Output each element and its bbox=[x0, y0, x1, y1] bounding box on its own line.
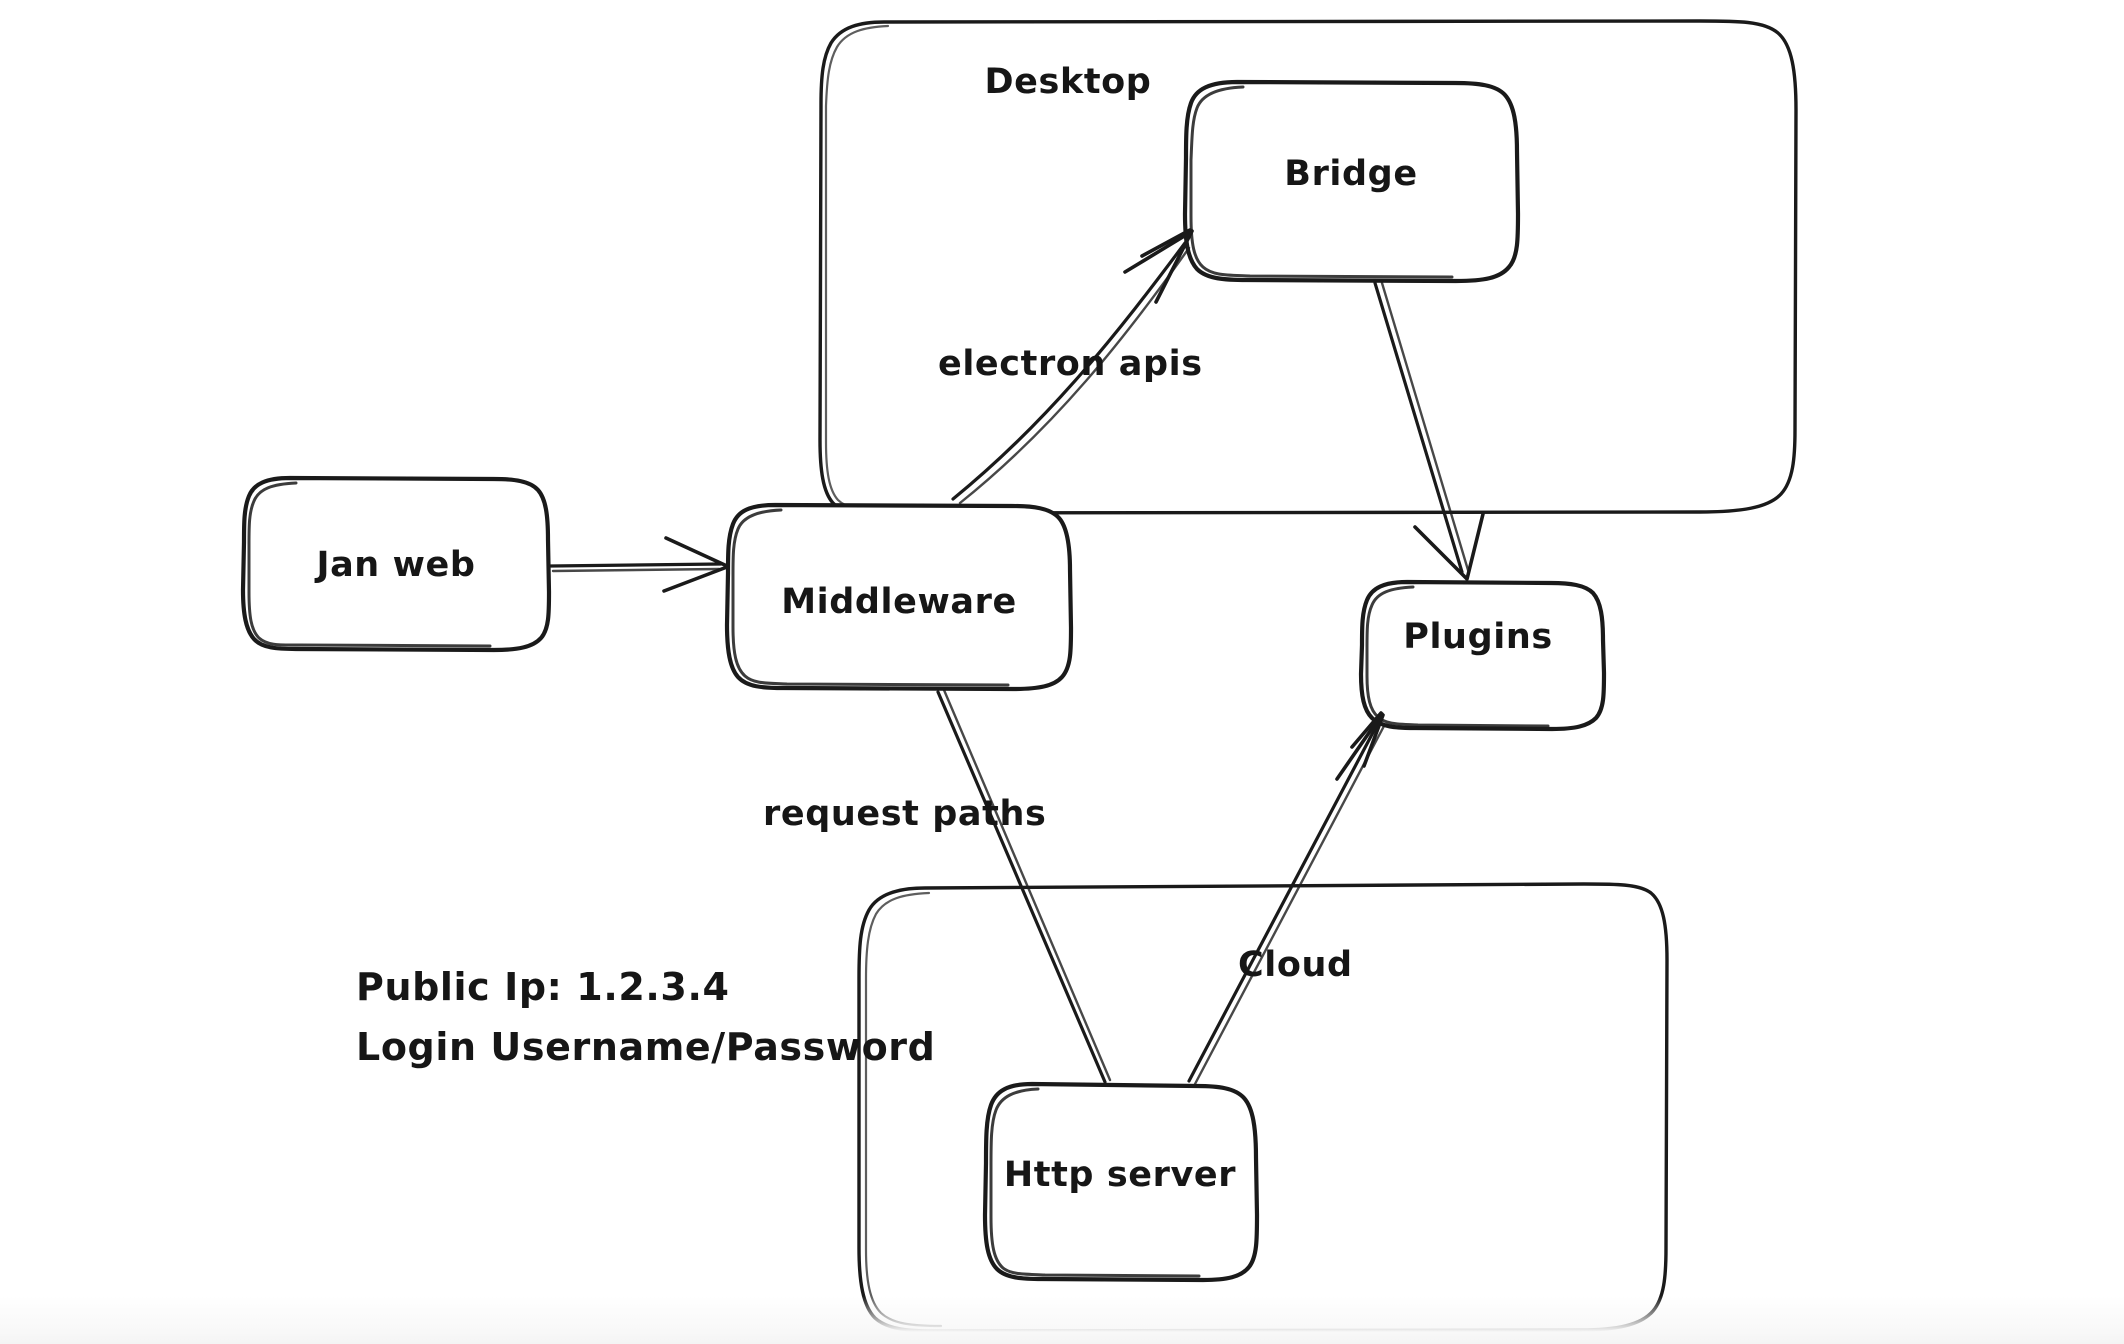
node-label-middleware: Middleware bbox=[781, 582, 1017, 622]
edge-http-server-to-plugins[interactable]: Cloud bbox=[1187, 711, 1386, 1086]
node-plugins[interactable]: Plugins bbox=[1358, 579, 1607, 732]
edge-middleware-to-bridge[interactable]: electron apis bbox=[938, 228, 1203, 505]
node-label-jan-web: Jan web bbox=[314, 545, 475, 585]
edge-jan-web-to-middleware[interactable] bbox=[549, 536, 729, 593]
node-bridge[interactable]: Bridge bbox=[1182, 79, 1521, 284]
edge-label-request-paths: request paths bbox=[763, 794, 1046, 834]
note-line-public-ip: Public Ip: 1.2.3.4 bbox=[356, 965, 730, 1009]
group-desktop[interactable]: Desktop bbox=[818, 19, 1798, 515]
node-label-plugins: Plugins bbox=[1403, 617, 1553, 657]
node-label-bridge: Bridge bbox=[1284, 154, 1417, 194]
server-credentials-note: Public Ip: 1.2.3.4 Login Username/Passwo… bbox=[356, 965, 935, 1069]
group-label-desktop: Desktop bbox=[985, 62, 1152, 102]
edge-bridge-to-plugins[interactable] bbox=[1373, 281, 1485, 581]
node-label-http-server: Http server bbox=[1004, 1155, 1236, 1195]
note-line-login: Login Username/Password bbox=[356, 1025, 935, 1069]
node-http-server[interactable]: Http server bbox=[982, 1081, 1260, 1283]
edge-middleware-to-http-server[interactable]: request paths bbox=[763, 688, 1112, 1084]
node-jan-web[interactable]: Jan web bbox=[240, 475, 552, 653]
node-middleware[interactable]: Middleware bbox=[724, 502, 1074, 692]
edge-label-cloud: Cloud bbox=[1238, 945, 1353, 985]
edge-label-electron-apis: electron apis bbox=[938, 344, 1203, 384]
